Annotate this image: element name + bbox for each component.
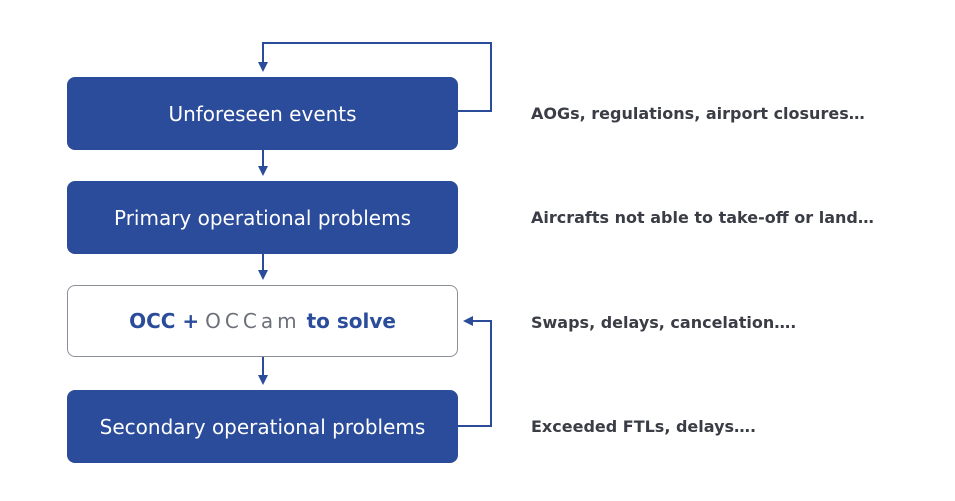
secondary-problems-label: Secondary operational problems [99, 414, 426, 439]
primary-examples: Aircrafts not able to take-off or land… [531, 208, 874, 227]
secondary-problems-box: Secondary operational problems [67, 390, 458, 463]
solve-lead-label: OCC + [129, 309, 200, 333]
feedback-arrow-secondary-to-solve [458, 316, 492, 427]
loop-arrow-unforeseen [258, 42, 492, 112]
solve-examples: Swaps, delays, cancelation…. [531, 313, 797, 332]
primary-problems-label: Primary operational problems [113, 205, 411, 230]
primary-problems-box: Primary operational problems [67, 181, 458, 254]
unforeseen-events-box: Unforeseen events [67, 77, 458, 150]
solve-box: OCC + OCCam to solve [67, 285, 458, 357]
unforeseen-events-label: Unforeseen events [168, 101, 357, 126]
secondary-examples: Exceeded FTLs, delays…. [531, 417, 757, 436]
unforeseen-examples: AOGs, regulations, airport closures… [531, 104, 865, 123]
occam-brand: OCCam [205, 309, 301, 333]
solve-tail-label: to solve [306, 309, 396, 333]
